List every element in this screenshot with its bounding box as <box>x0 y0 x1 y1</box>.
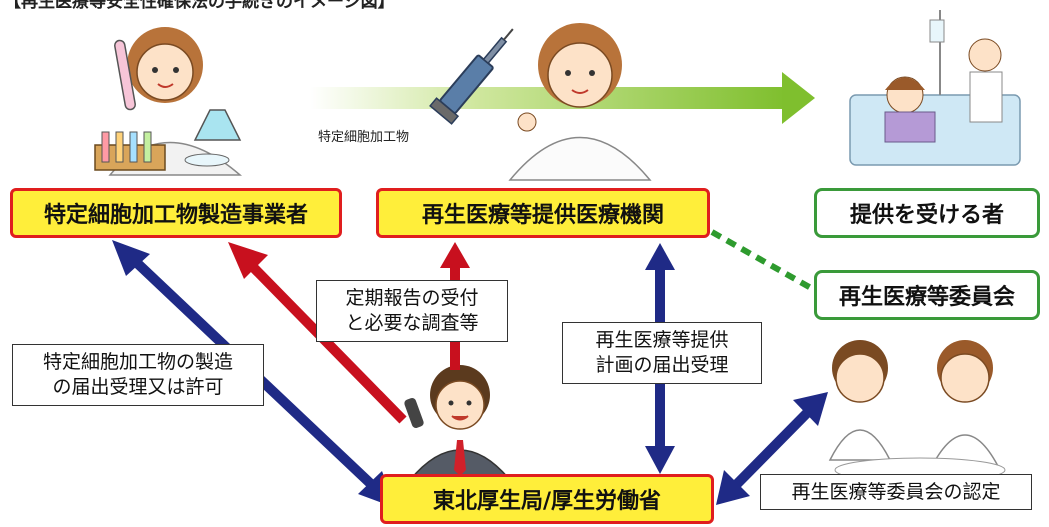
scientist-illustration <box>94 27 243 176</box>
manufacturing-notice-line-1: 特定細胞加工物の製造 <box>42 351 233 373</box>
committee-connector-line <box>710 229 820 295</box>
manufacturer-box: 特定細胞加工物製造事業者 <box>10 188 342 238</box>
periodic-report-line-1: 定期報告の受付 <box>345 287 479 309</box>
official-illustration <box>404 365 512 481</box>
patient-illustration <box>849 10 1021 166</box>
authority-box: 東北厚生局/厚生労働省 <box>380 474 714 524</box>
manufacturing-notice-note: 特定細胞加工物の製造 の届出受理又は許可 <box>12 344 264 406</box>
arrow-authority-committee <box>716 392 828 505</box>
periodic-report-note: 定期報告の受付 と必要な調査等 <box>316 280 508 342</box>
medical-institution-box: 再生医療等提供医療機関 <box>376 188 710 238</box>
syringe-icon <box>429 28 514 125</box>
page-header-partial: 【再生医療等安全性確保法の手続きのイメージ図】 <box>4 0 395 12</box>
committee-box: 再生医療等委員会 <box>814 270 1040 320</box>
doctor-illustration <box>508 23 652 181</box>
recipient-box: 提供を受ける者 <box>814 188 1040 238</box>
provision-plan-line-1: 再生医療等提供 <box>595 329 729 351</box>
nurses-illustration <box>828 340 1006 483</box>
flow-arrow-label: 特定細胞加工物 <box>318 130 410 145</box>
periodic-report-line-2: と必要な調査等 <box>345 312 479 334</box>
manufacturing-notice-line-2: の届出受理又は許可 <box>52 376 224 398</box>
arrow-authority-manufacturer-red <box>228 242 407 424</box>
provision-plan-line-2: 計画の届出受理 <box>595 354 729 376</box>
provision-plan-note: 再生医療等提供 計画の届出受理 <box>562 322 762 384</box>
committee-cert-note: 再生医療等委員会の認定 <box>760 474 1032 510</box>
flow-arrow <box>310 72 815 124</box>
